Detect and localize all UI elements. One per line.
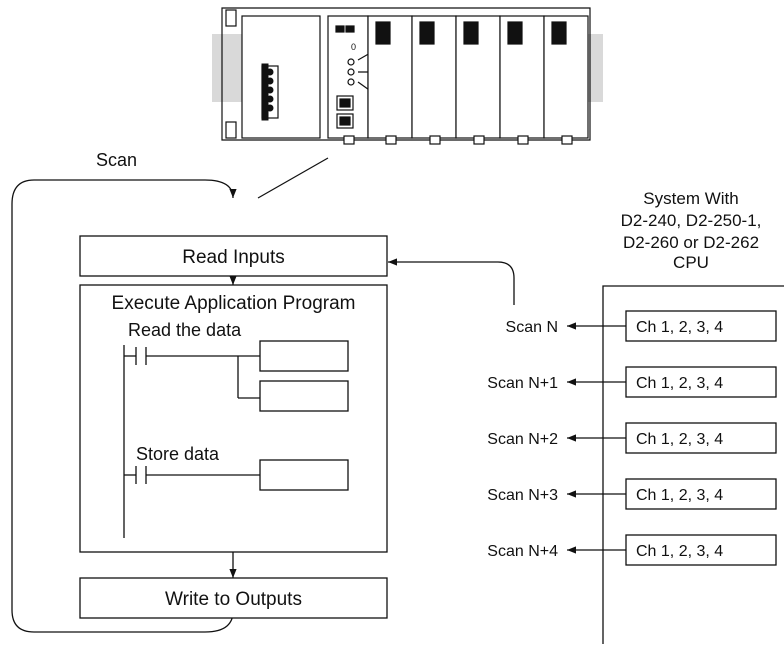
rack-tab-bottom	[225, 121, 237, 139]
scan-row-label: Scan N+1	[487, 375, 558, 392]
rack-shade-left	[212, 34, 242, 102]
channel-box	[625, 310, 777, 342]
read-inputs-box	[79, 235, 388, 277]
write-outputs-box	[79, 577, 388, 619]
scan-data-to-read-inputs-arrow	[388, 258, 515, 305]
system-title-line-4: CPU	[673, 253, 709, 272]
scan-row: Scan N Ch 1, 2, 3, 4	[506, 310, 777, 342]
channel-label: Ch 1, 2, 3, 4	[636, 543, 723, 560]
system-title: System With D2-240, D2-250-1, D2-260 or …	[621, 189, 762, 272]
channel-box	[625, 422, 777, 454]
io-modules	[343, 15, 589, 145]
execute-program-label: Execute Application Program	[112, 293, 356, 314]
ladder-logic	[123, 340, 349, 538]
plc-rack-illustration: 0	[212, 7, 603, 145]
system-title-line-2: D2-240, D2-250-1,	[621, 211, 762, 230]
read-inputs-label: Read Inputs	[182, 247, 284, 268]
scan-row: Scan N+1 Ch 1, 2, 3, 4	[487, 366, 777, 398]
svg-text:0: 0	[351, 42, 356, 52]
scan-row: Scan N+3 Ch 1, 2, 3, 4	[487, 478, 777, 510]
rack-pointer-line	[257, 157, 329, 199]
scan-row: Scan N+4 Ch 1, 2, 3, 4	[487, 534, 777, 566]
store-data-box	[259, 459, 349, 491]
store-data-label: Store data	[136, 444, 220, 464]
scan-row-label: Scan N+4	[487, 543, 558, 560]
channel-box	[625, 366, 777, 398]
read-data-box-1	[259, 340, 349, 372]
scan-row-label: Scan N+3	[487, 487, 558, 504]
channel-label: Ch 1, 2, 3, 4	[636, 319, 723, 336]
write-outputs-label: Write to Outputs	[165, 589, 302, 610]
channel-box	[625, 534, 777, 566]
cpu-system-box	[602, 285, 784, 644]
read-data-box-2	[259, 380, 349, 412]
execute-program-box	[79, 284, 388, 553]
scan-label: Scan	[96, 150, 137, 170]
scan-row-label: Scan N	[506, 319, 558, 336]
system-title-line-1: System With	[643, 189, 738, 208]
scan-row-label: Scan N+2	[487, 431, 558, 448]
scan-row: Scan N+2 Ch 1, 2, 3, 4	[487, 422, 777, 454]
rack-chassis	[221, 7, 591, 141]
channel-label: Ch 1, 2, 3, 4	[636, 487, 723, 504]
scan-rows: Scan N Ch 1, 2, 3, 4 Scan N+1 Ch 1, 2, 3, 4…	[487, 310, 777, 566]
channel-label: Ch 1, 2, 3, 4	[636, 375, 723, 392]
channel-box	[625, 478, 777, 510]
read-data-label: Read the data	[128, 320, 242, 340]
system-title-line-3: D2-260 or D2-262	[623, 233, 759, 252]
power-supply-module	[241, 15, 321, 139]
rack-tab-top	[225, 9, 237, 27]
channel-label: Ch 1, 2, 3, 4	[636, 431, 723, 448]
